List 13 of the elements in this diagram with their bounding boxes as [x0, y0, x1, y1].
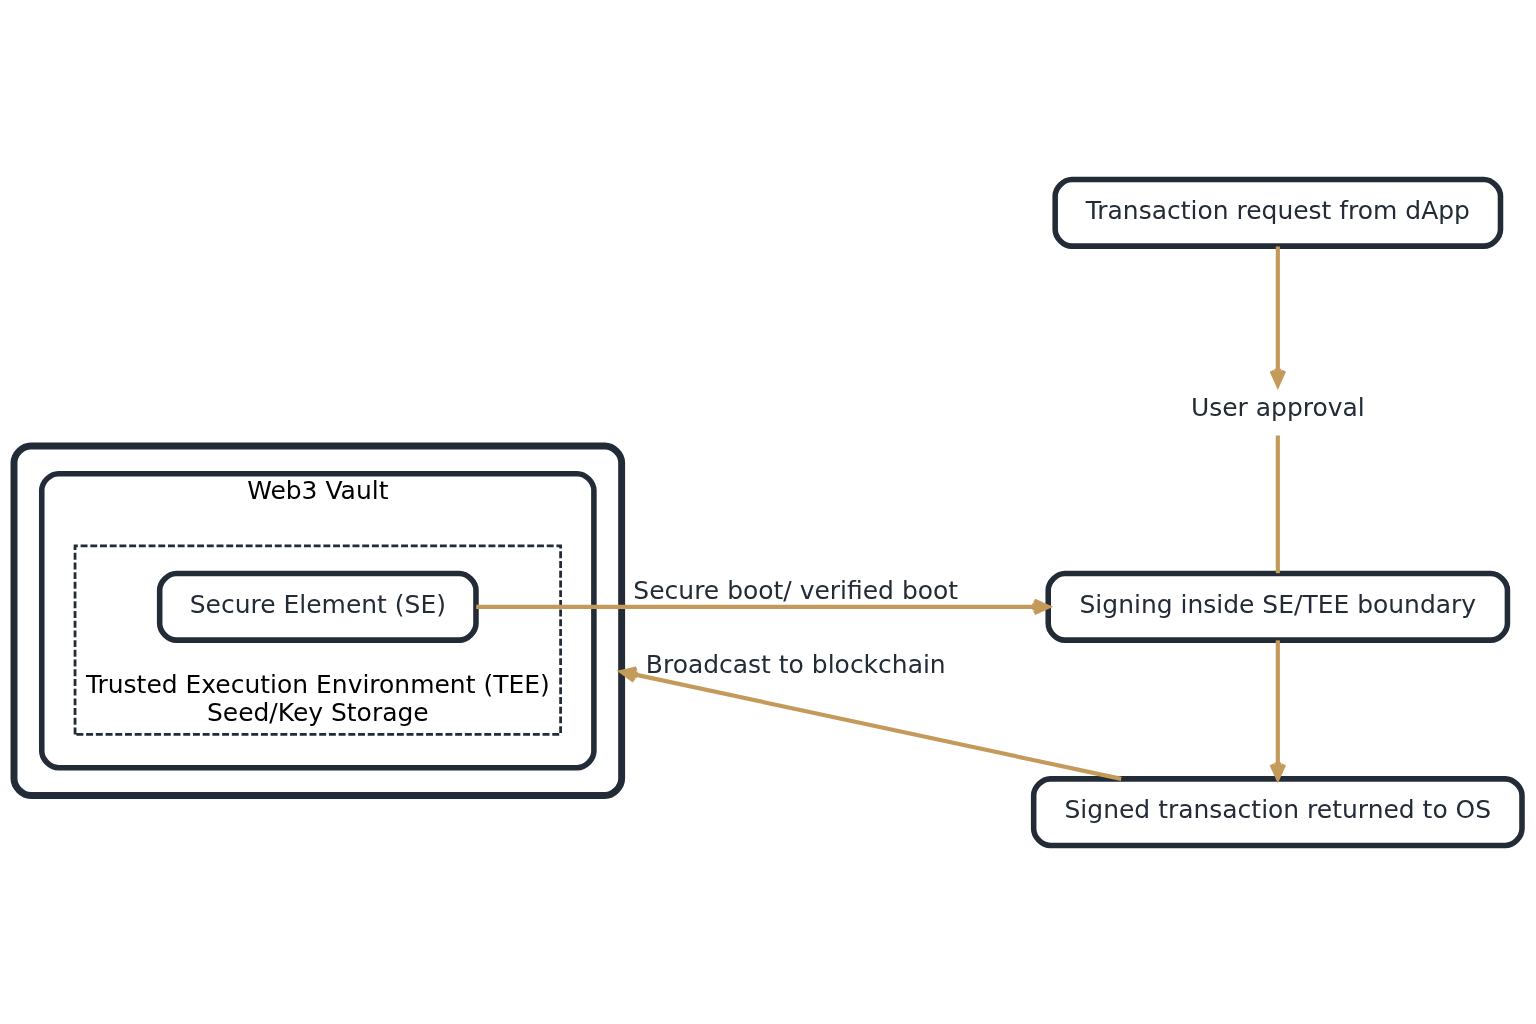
arrow	[476, 598, 1051, 615]
node-text: User approval	[1190, 392, 1365, 422]
node-box: Secure Element (SE)	[156, 570, 479, 643]
node-box: Signed transaction returned to OS	[1030, 775, 1525, 848]
cluster	[10, 441, 626, 799]
connector	[1275, 434, 1280, 573]
node-box: Transaction request from dApp	[1052, 176, 1504, 249]
edge-label: Secure boot/ verified boot	[633, 575, 959, 605]
arrow	[619, 665, 1122, 781]
node-box: Signing inside SE/TEE boundary	[1045, 570, 1511, 643]
edge-label: Broadcast to blockchain	[645, 649, 946, 679]
arrow	[1269, 245, 1287, 387]
arrow	[1269, 639, 1287, 781]
